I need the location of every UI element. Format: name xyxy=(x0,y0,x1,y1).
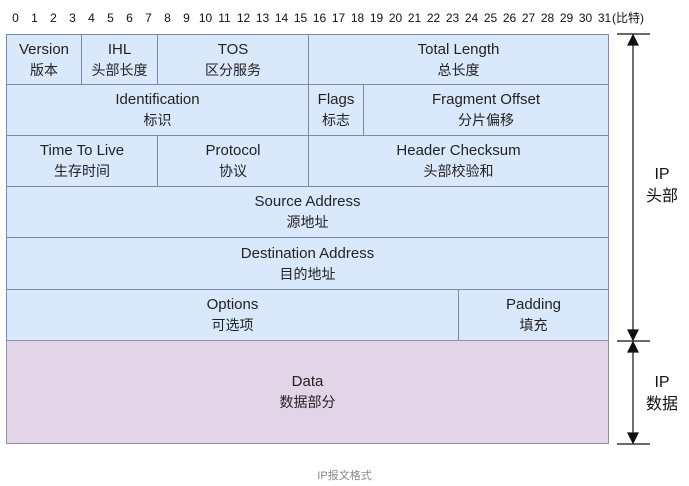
bit-number: 9 xyxy=(183,11,190,25)
bit-number: 14 xyxy=(274,11,289,25)
field-name: Options xyxy=(206,296,259,313)
field-name-zh: 分片偏移 xyxy=(458,112,514,128)
field-protocol: Protocol 协议 xyxy=(157,135,309,187)
field-options: Options 可选项 xyxy=(6,289,459,341)
field-name-zh: 生存时间 xyxy=(54,163,110,179)
field-name-zh: 数据部分 xyxy=(279,394,336,410)
field-version: Version 版本 xyxy=(6,34,82,85)
field-name-zh: 协议 xyxy=(219,163,247,179)
bit-number: 15 xyxy=(293,11,308,25)
field-fragment-offset: Fragment Offset 分片偏移 xyxy=(363,84,609,136)
bit-number: 5 xyxy=(107,11,114,25)
bit-number: 10 xyxy=(198,11,213,25)
bit-number: 12 xyxy=(236,11,251,25)
field-tos: TOS 区分服务 xyxy=(157,34,309,85)
field-name-zh: 头部校验和 xyxy=(423,163,494,179)
field-name-zh: 标识 xyxy=(143,112,172,128)
field-name-zh: 可选项 xyxy=(211,317,254,333)
side-label-line: 数据 xyxy=(645,396,678,413)
field-destination-address: Destination Address 目的地址 xyxy=(6,237,609,290)
bit-number: 16 xyxy=(312,11,327,25)
field-name: Fragment Offset xyxy=(431,91,541,108)
field-padding: Padding 填充 xyxy=(458,289,609,341)
bit-number: 6 xyxy=(126,11,133,25)
bit-number: 27 xyxy=(521,11,536,25)
bit-number: 31 xyxy=(597,11,612,25)
field-name: Source Address xyxy=(254,193,361,210)
bit-number: 29 xyxy=(559,11,574,25)
field-name: Time To Live xyxy=(39,142,125,159)
field-name-zh: 源地址 xyxy=(286,214,329,230)
header-bracket xyxy=(617,33,650,342)
field-name: Padding xyxy=(505,296,562,313)
bit-number: 19 xyxy=(369,11,384,25)
field-data: Data 数据部分 xyxy=(6,340,609,444)
bit-number: 3 xyxy=(69,11,76,25)
field-name-zh: 总长度 xyxy=(437,61,480,78)
bit-number: 23 xyxy=(445,11,460,25)
bit-number: 4 xyxy=(88,11,95,25)
field-name: Version xyxy=(18,40,70,58)
field-name: Protocol xyxy=(205,142,261,159)
data-bracket xyxy=(617,340,650,445)
bit-number: 24 xyxy=(464,11,479,25)
side-label-line: IP xyxy=(654,374,670,391)
field-identification: Identification 标识 xyxy=(6,84,309,136)
field-name-zh: 区分服务 xyxy=(205,61,261,78)
field-name: Identification xyxy=(115,91,200,108)
bit-number: 20 xyxy=(388,11,403,25)
bit-number: 28 xyxy=(540,11,555,25)
bit-number: 13 xyxy=(255,11,270,25)
ip-data-label: IP 数据 xyxy=(640,372,684,416)
bit-number: 17 xyxy=(331,11,346,25)
bit-number: 11 xyxy=(218,11,231,25)
bit-number: 21 xyxy=(407,11,422,25)
field-name-zh: 目的地址 xyxy=(279,265,336,282)
field-name-zh: 填充 xyxy=(519,317,548,333)
field-name-zh: 头部长度 xyxy=(91,61,148,78)
figure-caption: IP报文格式 xyxy=(317,470,372,482)
side-label-line: 头部 xyxy=(645,188,678,205)
field-name: TOS xyxy=(217,40,249,58)
bit-number: 30 xyxy=(578,11,593,25)
bit-number: 8 xyxy=(164,11,171,25)
field-ihl: IHL 头部长度 xyxy=(81,34,158,85)
bit-number: 22 xyxy=(426,11,441,25)
field-name: Destination Address xyxy=(240,244,375,262)
field-name: Data xyxy=(291,373,324,390)
bit-number: 2 xyxy=(50,11,57,25)
bit-number: 0 xyxy=(12,11,19,25)
ip-header-label: IP 头部 xyxy=(640,164,684,208)
field-name: IHL xyxy=(107,40,132,58)
field-name-zh: 标志 xyxy=(322,112,350,128)
bit-number: 25 xyxy=(483,11,498,25)
field-name-zh: 版本 xyxy=(30,61,58,78)
bit-unit-label: (比特) xyxy=(612,11,644,25)
field-source-address: Source Address 源地址 xyxy=(6,186,609,238)
field-header-checksum: Header Checksum 头部校验和 xyxy=(308,135,609,187)
bit-number: 7 xyxy=(145,11,152,25)
side-label-line: IP xyxy=(654,166,670,183)
field-name: Header Checksum xyxy=(396,142,521,159)
bit-number: 26 xyxy=(502,11,517,25)
field-total-length: Total Length 总长度 xyxy=(308,34,609,85)
field-name: Flags xyxy=(317,91,355,108)
field-ttl: Time To Live 生存时间 xyxy=(6,135,158,187)
field-name: Total Length xyxy=(417,40,500,58)
bit-number: 18 xyxy=(350,11,365,25)
bit-number: 1 xyxy=(31,11,38,25)
